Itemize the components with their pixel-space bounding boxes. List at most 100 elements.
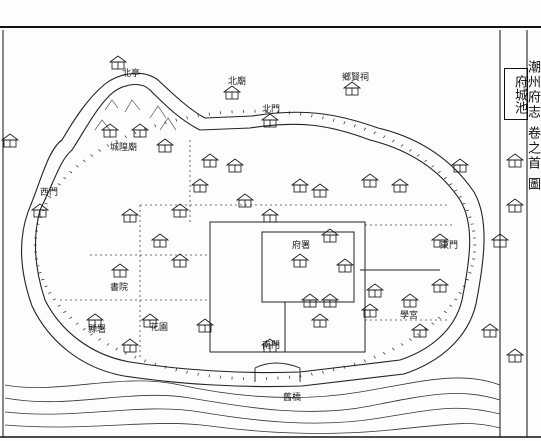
wall-crenel (353, 124, 356, 128)
building-icon (505, 198, 525, 213)
wall-crenel (208, 374, 210, 378)
wall-crenel (458, 292, 462, 294)
building-icon (222, 85, 242, 100)
wall-crenel (465, 209, 469, 212)
building-icon (190, 178, 210, 193)
wall-crenel (63, 177, 67, 180)
wall-crenel (90, 333, 94, 336)
wall-crenel (164, 365, 167, 369)
wall-crenel (106, 144, 110, 147)
building-icon (430, 233, 450, 248)
building-icon (260, 208, 280, 223)
building-icon (140, 313, 160, 328)
building-icon (410, 323, 430, 338)
wall-crenel (322, 116, 324, 120)
building-icon (260, 113, 280, 128)
wall-crenel (82, 327, 86, 331)
wall-crenel (431, 322, 435, 325)
label-school-temple: 學宮 (400, 309, 418, 321)
wall-crenel (392, 347, 395, 351)
building-icon (235, 193, 255, 208)
river (4, 377, 501, 434)
wall-crenel (144, 359, 147, 363)
wall-crenel (52, 189, 56, 192)
building-icon (195, 318, 215, 333)
label-city-god-temple: 城隍廟 (110, 141, 137, 153)
building-icon (342, 81, 362, 96)
wall-crenel (69, 316, 73, 319)
building-icon (110, 263, 130, 278)
wall-crenel (75, 165, 79, 168)
wall-crenel (44, 285, 48, 288)
building-icon (155, 138, 175, 153)
wall-crenel (175, 368, 178, 372)
building-icon (320, 293, 340, 308)
wall-crenel (75, 322, 79, 325)
building-icon (430, 278, 450, 293)
building-icon (310, 313, 330, 328)
wall-crenel (134, 355, 137, 359)
building-icon (290, 178, 310, 193)
label-old-bridge: 舊橋 (283, 391, 301, 403)
hill-strokes (94, 99, 177, 131)
wall-crenel (98, 149, 101, 152)
wall-crenel (373, 355, 376, 359)
building-icon (390, 178, 410, 193)
inner-compound (209, 221, 440, 353)
buildings (0, 55, 525, 363)
wall-crenel (400, 144, 404, 147)
building-icon (170, 203, 190, 218)
wall-crenel (115, 347, 118, 351)
wall-crenel (468, 272, 472, 274)
building-icon (360, 303, 380, 318)
wall-crenel (41, 278, 45, 281)
wall-crenel (383, 351, 386, 355)
wall-crenel (449, 304, 453, 307)
label-north-pavilion: 北亭 (122, 67, 140, 79)
wall-crenel (416, 154, 420, 157)
building-icon (480, 323, 500, 338)
label-north-gate: 北門 (262, 104, 280, 115)
label-academy: 書院 (110, 281, 128, 293)
label-north-temple: 北廟 (228, 75, 246, 87)
wall-crenel (124, 351, 127, 355)
wall-crenel (311, 372, 313, 376)
map-box-title: 府城池 (504, 68, 528, 120)
wall-crenels (33, 109, 477, 381)
building-icon (260, 338, 280, 353)
building-icon (335, 258, 355, 273)
wall-crenel (437, 316, 441, 319)
wall-crenel (48, 196, 52, 198)
wall-crenel (343, 365, 346, 369)
volume-title: 潮州府志 卷之首 圖 (528, 60, 540, 193)
wall-crenel (449, 183, 453, 186)
wall-crenel (353, 362, 356, 366)
wall-crenel (124, 135, 127, 139)
building-icon (505, 153, 525, 168)
building-icon (365, 283, 385, 298)
wall-crenel (197, 372, 199, 376)
building-icon (360, 173, 380, 188)
outer-city-wall (21, 72, 485, 388)
wall-crenel (400, 343, 404, 346)
wall-crenel (44, 202, 48, 205)
wall-crenel (332, 118, 335, 122)
wall-crenel (424, 159, 428, 163)
wall-crenel (409, 149, 412, 152)
building-icon (108, 55, 128, 70)
wall-crenel (57, 183, 61, 186)
wall-crenel (57, 304, 61, 307)
building-icon (225, 158, 245, 173)
wall-crenel (462, 285, 466, 288)
building-icon (120, 208, 140, 223)
wall-crenel (154, 124, 157, 128)
wall-crenel (90, 154, 94, 157)
wall-crenel (363, 127, 366, 131)
building-icon (30, 203, 50, 218)
label-prefecture-office: 府署 (292, 239, 310, 251)
wall-crenel (454, 189, 458, 192)
wall-crenel (454, 298, 458, 301)
wall-crenel (82, 159, 86, 163)
wall-crenel (98, 338, 101, 341)
wall-crenel (343, 121, 346, 125)
